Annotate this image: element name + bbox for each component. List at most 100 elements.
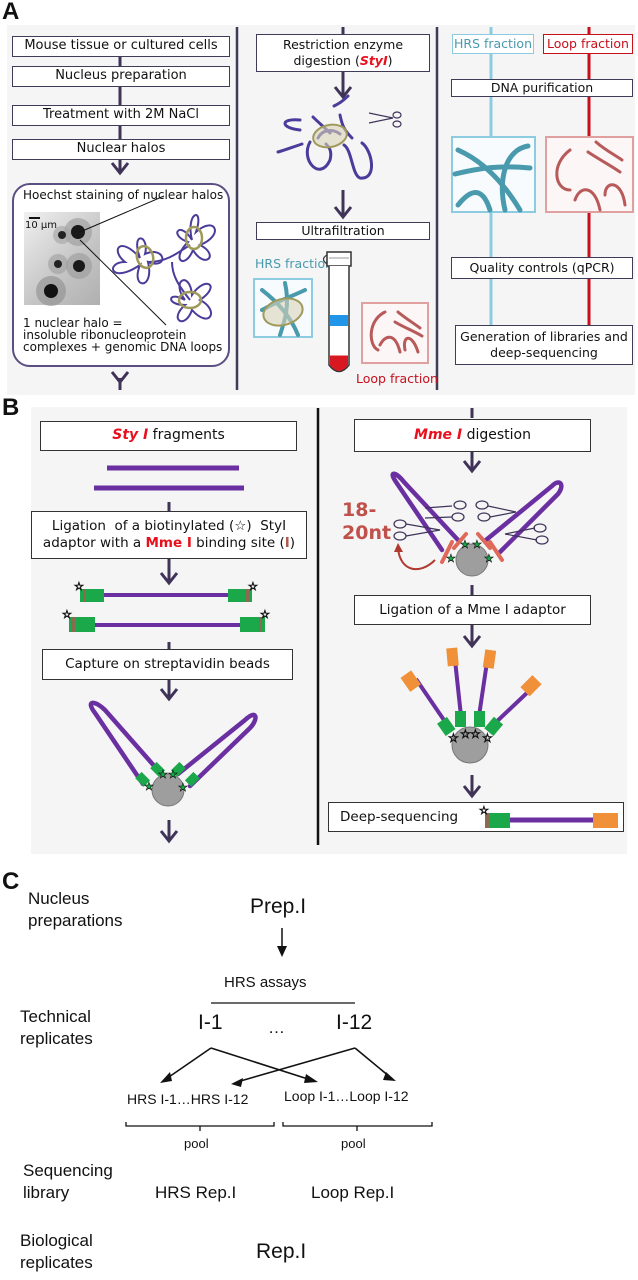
panel-a-label: A [2,0,20,25]
panel-b-graphics: ☆ ☆ ☆ ☆ ★ ★ ★ ★ [62,408,564,845]
ligation-line2-mid: binding site ( [191,535,285,551]
mme-cut-sites [440,532,504,564]
mme-adaptor-4 [520,675,542,697]
purified-loop-box [545,136,634,213]
binding-site-mark: I [284,535,290,551]
adaptor-green-2l [69,617,95,632]
halo-ring-1 [135,244,155,270]
svg-text:★: ★ [472,539,482,551]
library-line1: Generation of libraries and [460,329,628,345]
pool-right-label: pool [341,1136,366,1151]
col2-arrowhead-1 [333,86,353,100]
step-nuclear-halos: Nuclear halos [12,139,230,160]
sty-enzyme-label: Sty I [112,427,149,444]
ligation-line2: adaptor with a Mme I binding site (I) [43,535,295,552]
digested-loops [390,471,564,555]
restriction-digestion-box: Restriction enzyme digestion (StyI) [256,34,430,72]
svg-text:★: ★ [168,769,178,781]
svg-text:☆: ☆ [482,731,493,745]
captured-loops [88,700,258,789]
scale-bar-label: 10 µm [25,220,58,231]
svg-text:★: ★ [178,782,188,794]
row-label-technical-1: Technical [20,1007,91,1026]
panel-b-label: B [2,394,20,421]
halo-ring-2 [184,225,204,251]
hrs-fraction-label: HRS fraction [255,256,334,271]
replicate-last: I-12 [336,1011,373,1034]
scissors-icon [368,111,402,128]
hrs-rep-label: HRS Rep.I [155,1183,237,1202]
read-biotin-star: ☆ [479,805,489,817]
arrowhead-b6 [462,785,482,799]
cut-length-label-2: 20nt [342,522,392,544]
fragments-text: fragments [148,427,225,444]
hrs-range-label: HRS I-1…HRS I-12 [127,1091,249,1107]
hrs-fraction-header: HRS fraction [452,34,534,54]
biotin-star-4: ☆ [260,609,270,621]
panel-c-label: C [2,868,20,895]
prep-label: Prep.I [250,895,307,918]
col2-arrowhead-2 [333,206,353,220]
mme-adaptor-ligation-box: Ligation of a Mme I adaptor [354,595,591,625]
dna-purification-box: DNA purification [451,79,633,97]
cut-length-label-1: 18- [342,499,377,521]
hoechst-microscopy-image [24,212,100,306]
row-label-sequencing-1: Sequencing [23,1161,113,1180]
mme-adaptor-1 [400,670,421,692]
pool-bracket-left [125,1122,275,1131]
arrowhead-b4 [462,460,482,474]
hrs-filter-fraction [330,315,348,326]
digestion-post: ) [387,53,393,68]
arrowhead-b3 [159,830,179,844]
row-label-nucleus-2: preparations [28,911,123,930]
row-label-sequencing-2: library [23,1183,70,1202]
capture-streptavidin-box: Capture on streptavidin beads [42,649,293,680]
quality-controls-box: Quality controls (qPCR) [451,257,633,279]
digestion-pre: digestion ( [293,53,360,68]
col1-arrowhead-1 [110,162,130,176]
loop-range-label: Loop I-1…Loop I-12 [284,1088,409,1104]
digestion-line2: digestion (StyI) [293,53,392,69]
ligated-fragments [414,659,532,728]
ligation-line2-post: ) [289,535,296,551]
row-label-technical: Technical replicates [20,1006,93,1050]
library-generation-box: Generation of libraries and deep-sequenc… [455,325,633,365]
svg-text:☆: ☆ [470,727,481,741]
biological-rep-label: Rep.I [256,1240,307,1263]
halo-caption-3: complexes + genomic DNA loops [23,340,223,354]
panel-b-background [31,407,627,854]
styi-enzyme-label: StyI [359,53,388,68]
biotin-star-2: ☆ [248,581,258,593]
scissors-group [393,500,549,545]
purified-fractions [451,136,634,213]
svg-text:★: ★ [460,539,470,551]
read-orange-adaptor [593,813,618,828]
row-label-biological-1: Biological [20,1231,93,1250]
deep-sequencing-label: Deep-sequencing [340,808,459,825]
replicate-arrows [165,1047,391,1083]
halo-caption-2: insoluble ribonucleoprotein [23,328,187,342]
halo-ring-3 [177,290,203,310]
arrowhead-b2 [159,688,179,702]
step-nacl-treatment: Treatment with 2M NaCl [12,105,230,126]
streptavidin-bead-1 [151,773,185,807]
mme-enzyme-label: Mme I [414,426,463,443]
loop-flowthrough [330,358,348,371]
mme-adaptor-2 [446,647,459,667]
sequencing-read: ☆ [479,805,618,828]
mme-digestion-box: Mme I digestion [354,419,591,452]
panel-a-separators [110,27,591,390]
biotin-star-1: ☆ [74,581,84,593]
row-label-sequencing: Sequencing library [23,1160,113,1204]
ligation-styi-adaptor-box: Ligation of a biotinylated (☆) StyI adap… [31,511,307,559]
svg-text:★: ★ [484,553,494,565]
row-label-nucleus: Nucleus preparations [28,888,123,932]
ultrafiltration-tube [253,251,429,373]
hrs-assays-label: HRS assays [224,974,307,991]
biotin-star-3: ☆ [62,609,72,621]
nuclear-halo-schematic [79,195,216,326]
replicate-ellipsis: … [268,1018,285,1037]
digested-halo-schematic [276,94,402,180]
loop-fraction-header: Loop fraction [543,34,633,54]
pool-left-label: pool [184,1136,209,1151]
